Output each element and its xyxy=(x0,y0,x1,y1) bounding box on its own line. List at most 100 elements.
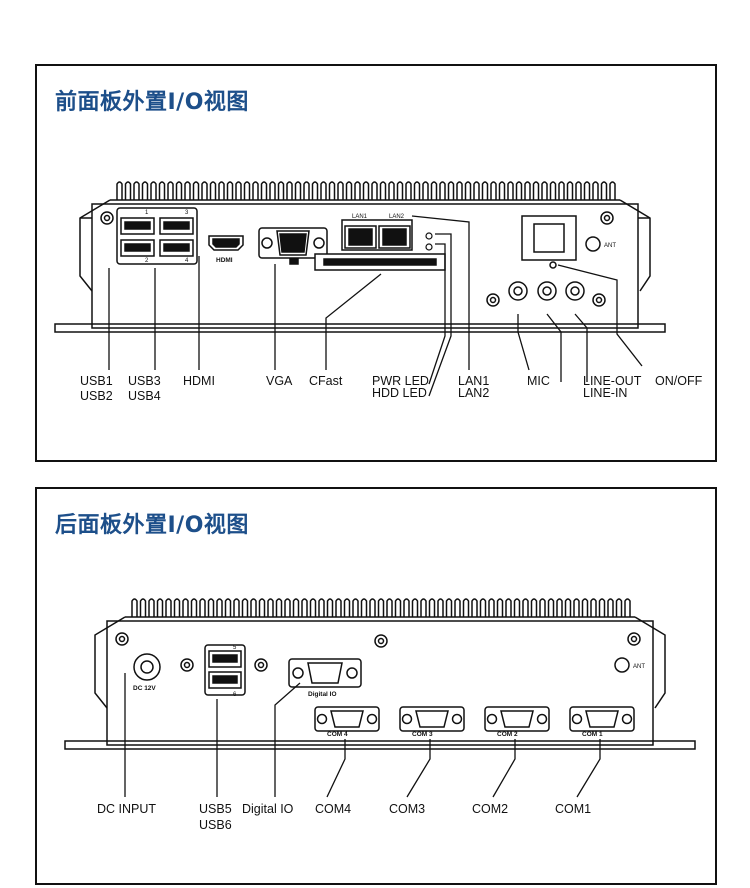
front-screws xyxy=(100,211,614,307)
heat-sink-fin xyxy=(131,598,138,617)
heat-sink-fin xyxy=(124,181,132,200)
com-port-screw xyxy=(571,713,583,725)
digital-io-port xyxy=(288,658,362,688)
heat-sink-fin xyxy=(473,181,480,200)
heat-sink-fin xyxy=(422,181,429,200)
label-usb1: USB1 xyxy=(80,374,113,388)
heat-sink-fin xyxy=(498,181,506,200)
rear-chassis xyxy=(64,598,696,750)
heat-sink-fin xyxy=(403,598,410,617)
heat-sink-fin xyxy=(150,181,157,200)
heat-sink-fin xyxy=(386,598,393,617)
heat-sink-fin xyxy=(201,181,208,200)
dc-mark: DC 12V xyxy=(133,685,156,692)
heat-sink-fin xyxy=(301,598,308,617)
heat-sink-fin xyxy=(326,598,334,617)
heat-sink-fin xyxy=(320,181,327,200)
com-port-screw xyxy=(536,713,548,725)
heat-sink-fin xyxy=(292,598,300,617)
heat-sink-fin xyxy=(558,181,565,200)
heat-sink-fin xyxy=(428,598,436,617)
heat-sink-fin xyxy=(250,598,257,617)
heat-sink-fin xyxy=(241,598,249,617)
heat-sink-fin xyxy=(294,181,302,200)
rear-screws xyxy=(115,632,641,672)
heat-sink-fin xyxy=(209,181,217,200)
digital-io-mark: Digital IO xyxy=(308,691,337,698)
heat-sink-fin xyxy=(235,181,242,200)
power-button xyxy=(521,215,577,269)
heat-sink-fin xyxy=(258,598,266,617)
heat-sink-fin xyxy=(549,181,557,200)
cfast-slot xyxy=(314,253,446,271)
heat-sink-fin xyxy=(286,181,293,200)
heat-sink-fin xyxy=(524,181,531,200)
heat-sink-fin xyxy=(556,598,563,617)
vga-port xyxy=(258,227,328,265)
ant-mark: ANT xyxy=(604,243,616,249)
com-port-d-shell xyxy=(415,710,449,728)
heat-sink-fin xyxy=(413,181,421,200)
heat-sink-fin xyxy=(590,598,597,617)
label-line-out: LINE-OUT xyxy=(583,374,642,388)
heat-sink-fin xyxy=(362,181,370,200)
heat-sink-fin xyxy=(156,598,164,617)
com-port-d-shell xyxy=(585,710,619,728)
com1-mark: COM 1 xyxy=(582,731,603,738)
usb1-mark: 1 xyxy=(145,210,149,216)
heat-sink-fin xyxy=(445,598,453,617)
label-cfast: CFast xyxy=(309,374,343,388)
heat-sink-fin xyxy=(532,181,540,200)
heat-sink-fin xyxy=(505,598,512,617)
front-leader-lines xyxy=(108,215,643,397)
heat-sink-fin xyxy=(173,598,181,617)
heat-sink-fin xyxy=(218,181,225,200)
heat-sink-fin xyxy=(479,598,487,617)
heat-sink-fin xyxy=(354,181,361,200)
rear-antenna-port xyxy=(614,657,630,673)
com4-mark: COM 4 xyxy=(327,731,348,738)
antenna-port xyxy=(585,236,601,252)
label-hdmi: HDMI xyxy=(183,374,215,388)
heat-sink-fin xyxy=(575,181,582,200)
heat-sink-fin xyxy=(583,181,591,200)
heat-sink-fin xyxy=(377,598,385,617)
heat-sink-fin xyxy=(260,181,268,200)
com-port-screw xyxy=(451,713,463,725)
heat-sink-fin xyxy=(190,598,198,617)
front-panel-figure: 前面板外置I/O视图 1 2 3 xyxy=(35,64,717,462)
heat-sink-fin xyxy=(539,598,546,617)
heat-sink-fin xyxy=(547,598,555,617)
audio-jacks xyxy=(508,281,585,301)
dc-jack xyxy=(133,653,161,681)
rear-panel-drawing: DC 12V 5 6 Digital IO COM 4 COM 3 COM 2 … xyxy=(64,598,696,832)
heat-sink-fin xyxy=(269,181,276,200)
label-usb4: USB4 xyxy=(128,389,161,403)
heat-sink-fin xyxy=(515,181,523,200)
label-digital-io: Digital IO xyxy=(242,802,294,816)
heat-sink-fin xyxy=(609,181,616,200)
label-dc-input: DC INPUT xyxy=(97,802,156,816)
lan2-mark: LAN2 xyxy=(389,214,405,220)
com-port-screw xyxy=(401,713,413,725)
heat-sink-fin xyxy=(388,181,395,200)
heat-sink-fin xyxy=(471,598,478,617)
front-panel-title: 前面板外置I/O视图 xyxy=(55,90,249,115)
lan1-mark: LAN1 xyxy=(352,214,368,220)
heat-sink-fin xyxy=(607,598,614,617)
heat-sink-fin xyxy=(175,181,183,200)
heat-sink-fin xyxy=(116,181,123,200)
heat-sink-fin xyxy=(192,181,200,200)
label-pwr-led: PWR LED xyxy=(372,374,429,388)
usb5-6-ports xyxy=(204,644,246,696)
heat-sink-fin xyxy=(224,598,232,617)
label-usb2: USB2 xyxy=(80,389,113,403)
com-port-d-shell xyxy=(500,710,534,728)
heat-sink-fin xyxy=(573,598,580,617)
label-hdd-led: HDD LED xyxy=(372,386,427,400)
heat-sink-fin xyxy=(141,181,149,200)
hdmi-port xyxy=(208,235,244,251)
hdmi-mark: HDMI xyxy=(216,257,233,264)
heat-sink-fin xyxy=(243,181,251,200)
heat-sink-fin xyxy=(216,598,223,617)
